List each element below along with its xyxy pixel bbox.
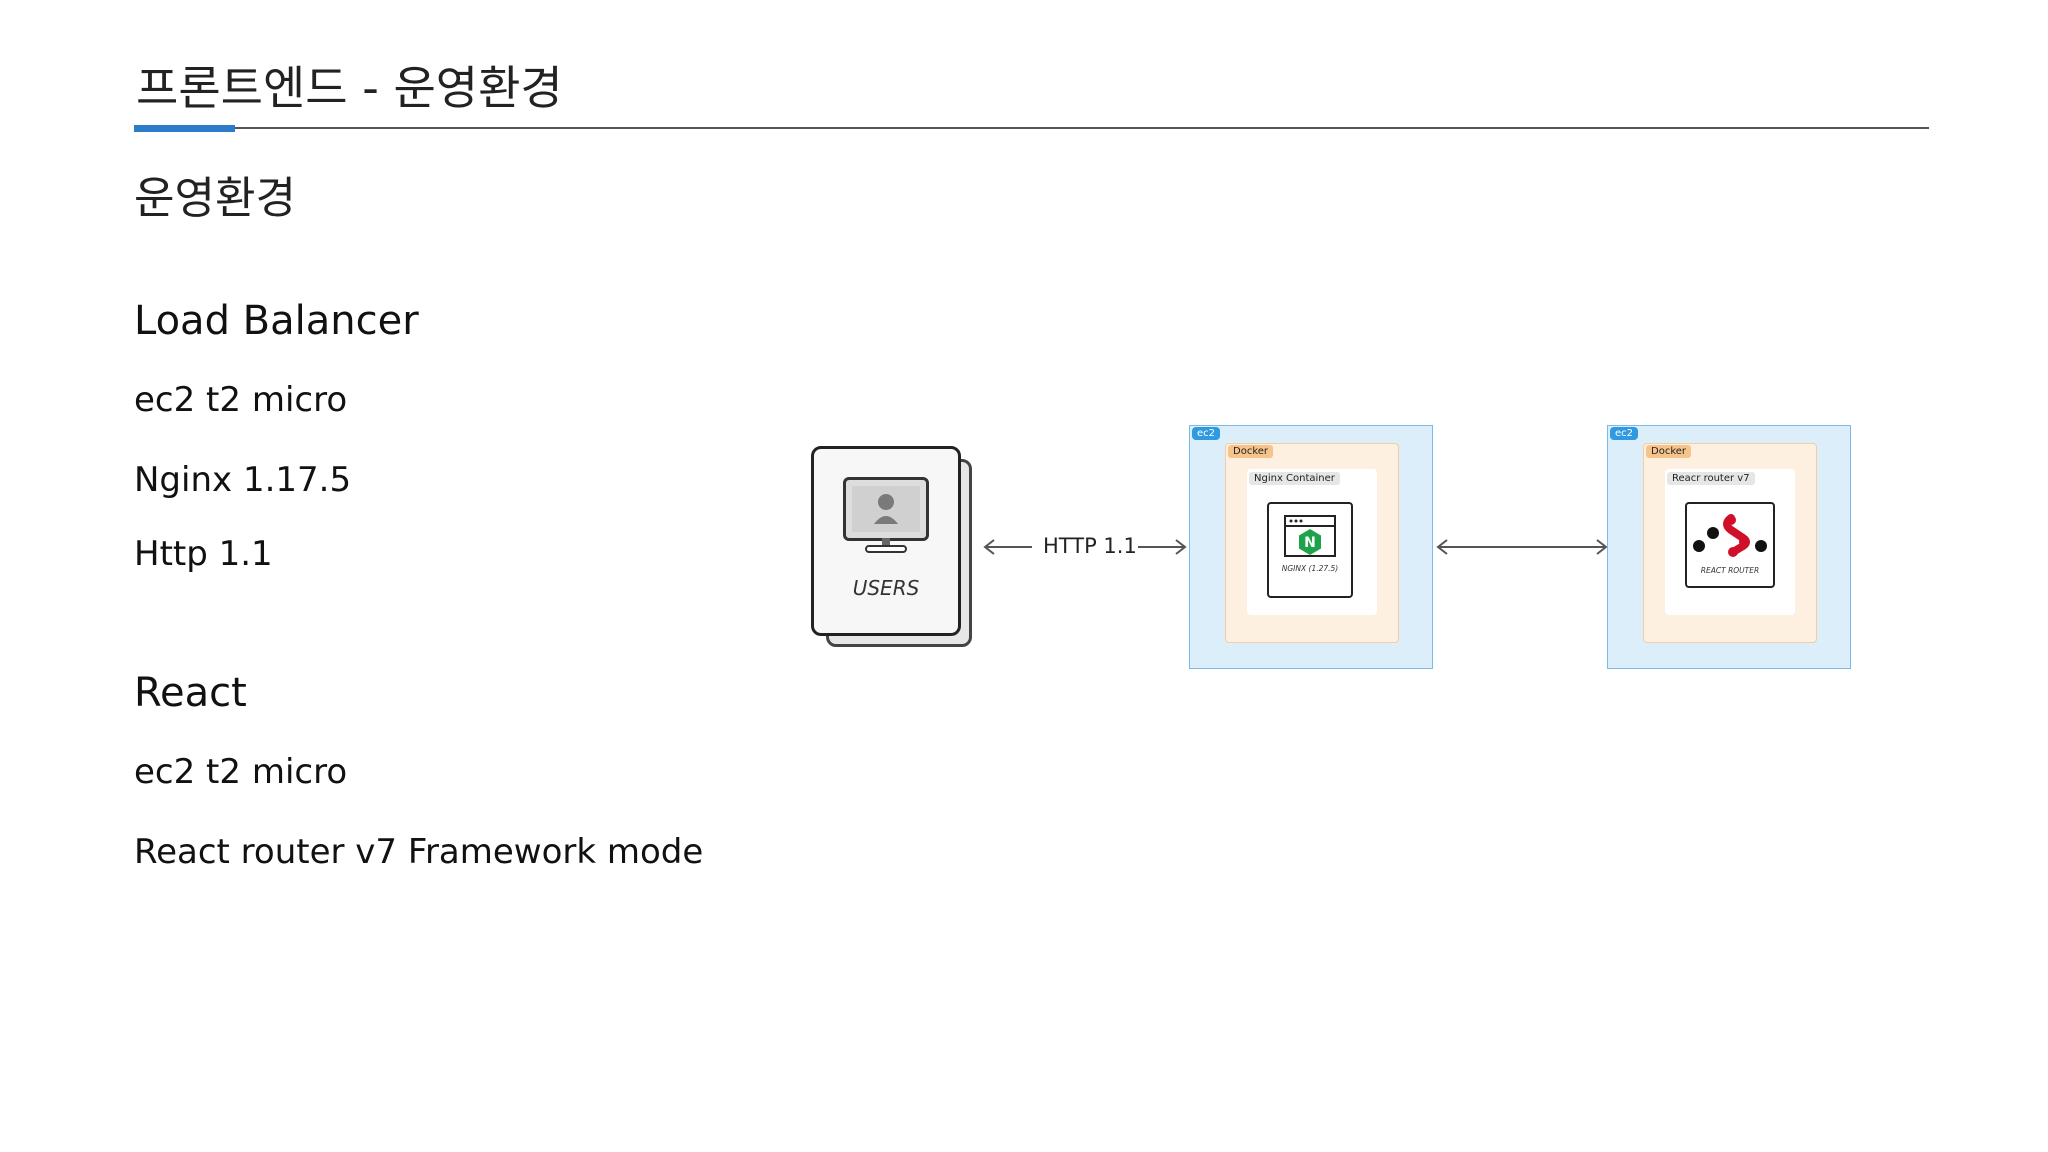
title-accent-bar	[134, 125, 235, 132]
http-link-label: HTTP 1.1	[1043, 534, 1137, 558]
nginx-container-panel	[1247, 469, 1377, 615]
react-item-instance: ec2 t2 micro	[134, 752, 348, 792]
svg-text:N: N	[1304, 535, 1316, 551]
title-divider	[134, 127, 1929, 129]
users-label: USERS	[852, 576, 920, 600]
http-link-arrow	[983, 539, 1187, 555]
nginx-logo-icon: N	[1284, 515, 1336, 557]
react-ec2-box	[1607, 425, 1851, 669]
nginx-ec2-tag: ec2	[1192, 427, 1221, 440]
nginx-logo-box: N NGINX (1.27.5)	[1267, 502, 1353, 598]
react-router-logo-box: REACT ROUTER	[1685, 502, 1775, 588]
internal-link-arrow	[1436, 539, 1608, 555]
react-container-tag: Reacr router v7	[1667, 472, 1755, 485]
react-docker-box	[1643, 443, 1817, 643]
nginx-docker-box	[1225, 443, 1399, 643]
nginx-ec2-box	[1189, 425, 1433, 669]
users-card-shadow	[826, 459, 972, 647]
nginx-container-tag: Nginx Container	[1249, 472, 1340, 485]
react-item-router: React router v7 Framework mode	[134, 832, 704, 872]
react-docker-tag: Docker	[1646, 445, 1692, 458]
nginx-logo-caption: NGINX (1.27.5)	[1281, 564, 1339, 573]
monitor-stand-icon	[865, 538, 907, 553]
page-title: 프론트엔드 - 운영환경	[136, 61, 563, 115]
nginx-docker-tag: Docker	[1228, 445, 1274, 458]
react-container-panel	[1665, 469, 1795, 615]
react-ec2-tag: ec2	[1610, 427, 1639, 440]
load-balancer-item-instance: ec2 t2 micro	[134, 380, 348, 420]
load-balancer-heading: Load Balancer	[134, 298, 419, 344]
users-card	[811, 446, 961, 636]
react-router-logo-caption: REACT ROUTER	[1700, 566, 1760, 575]
load-balancer-item-http: Http 1.1	[134, 534, 273, 574]
section-subtitle: 운영환경	[134, 173, 296, 224]
user-monitor-icon	[843, 477, 929, 541]
react-router-logo-icon	[1693, 514, 1767, 557]
load-balancer-item-nginx: Nginx 1.17.5	[134, 460, 352, 500]
react-heading: React	[134, 670, 247, 716]
